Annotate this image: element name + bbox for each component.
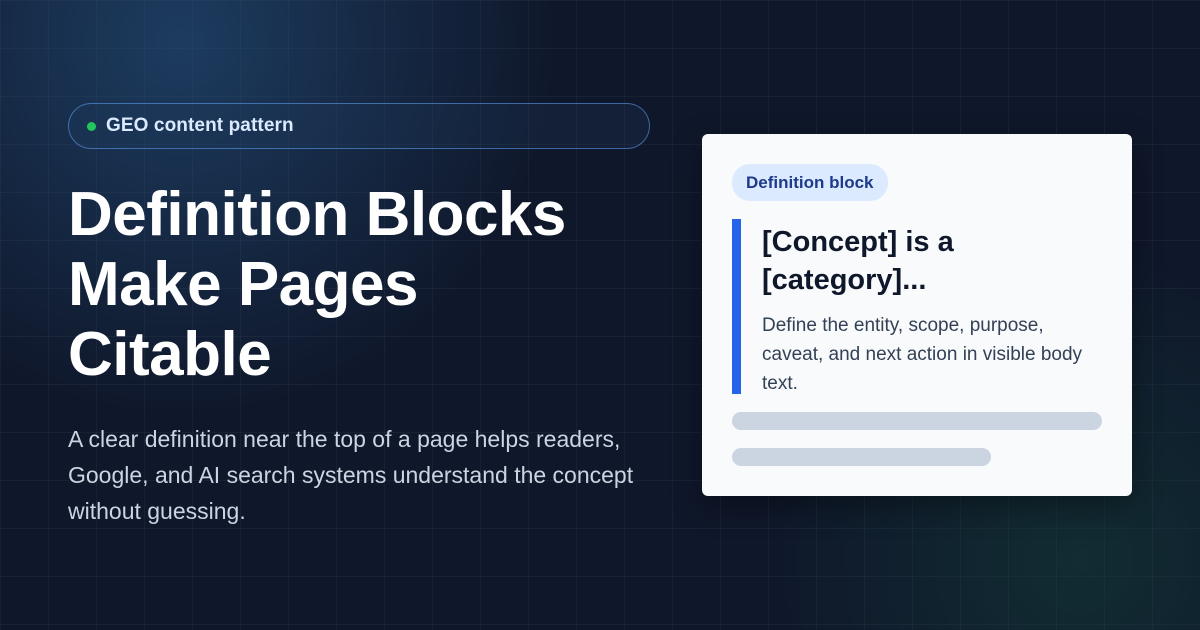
page-title: Definition Blocks Make Pages Citable — [68, 180, 668, 390]
definition-title: [Concept] is a [category]... — [762, 226, 954, 296]
page-subtitle: A clear definition near the top of a pag… — [68, 426, 634, 524]
page-title-line-2: Make Pages — [68, 250, 419, 319]
badge-label: GEO content pattern — [106, 115, 294, 136]
definition-body: Define the entity, scope, purpose, cavea… — [762, 315, 1083, 394]
definition-card: Definition block [Concept] is a [categor… — [702, 134, 1132, 496]
placeholder-line — [732, 448, 991, 466]
page-title-line-3: Citable — [68, 320, 272, 389]
definition-block-tag: Definition block — [732, 164, 888, 201]
definition-block: [Concept] is a [category]... Define the … — [732, 219, 1102, 394]
page-title-line-1: Definition Blocks — [68, 180, 566, 249]
placeholder-line — [732, 412, 1102, 430]
accent-bar — [732, 219, 741, 394]
content-pattern-badge: GEO content pattern — [68, 103, 650, 149]
status-dot-icon — [87, 121, 96, 131]
